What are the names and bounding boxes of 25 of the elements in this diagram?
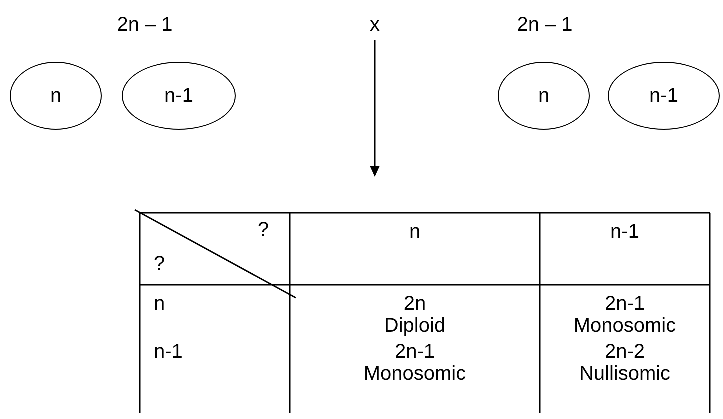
node-label: n: [50, 84, 62, 108]
cross-symbol: x: [370, 14, 380, 36]
node-label: n-1: [650, 84, 678, 108]
row-header: n: [154, 293, 166, 315]
cell-value: Diploid: [384, 315, 446, 337]
column-header: n-1: [610, 221, 640, 243]
node-label: n-1: [164, 84, 194, 108]
node-label: n: [538, 84, 550, 108]
cell-value: 2n-1: [604, 293, 646, 315]
header-symbol: ?: [154, 253, 166, 275]
chromosome-number: 2n – 1: [517, 14, 573, 36]
ellipse-node: [608, 62, 720, 130]
cell-value: 2n: [404, 293, 426, 315]
header-symbol: ?: [258, 219, 270, 241]
ellipse-node: [122, 62, 236, 130]
ellipse-node: [10, 62, 102, 130]
chromosome-number: 2n – 1: [117, 14, 173, 36]
cell-value: 2n-2: [604, 341, 646, 363]
cell-value: Nullisomic: [579, 363, 671, 385]
ellipse-node: [498, 62, 590, 130]
row-header: n-1: [154, 341, 183, 363]
cell-value: Monosomic: [574, 315, 676, 337]
column-header: n: [409, 221, 421, 243]
cell-value: Monosomic: [364, 363, 466, 385]
cell-value: 2n-1: [394, 341, 436, 363]
